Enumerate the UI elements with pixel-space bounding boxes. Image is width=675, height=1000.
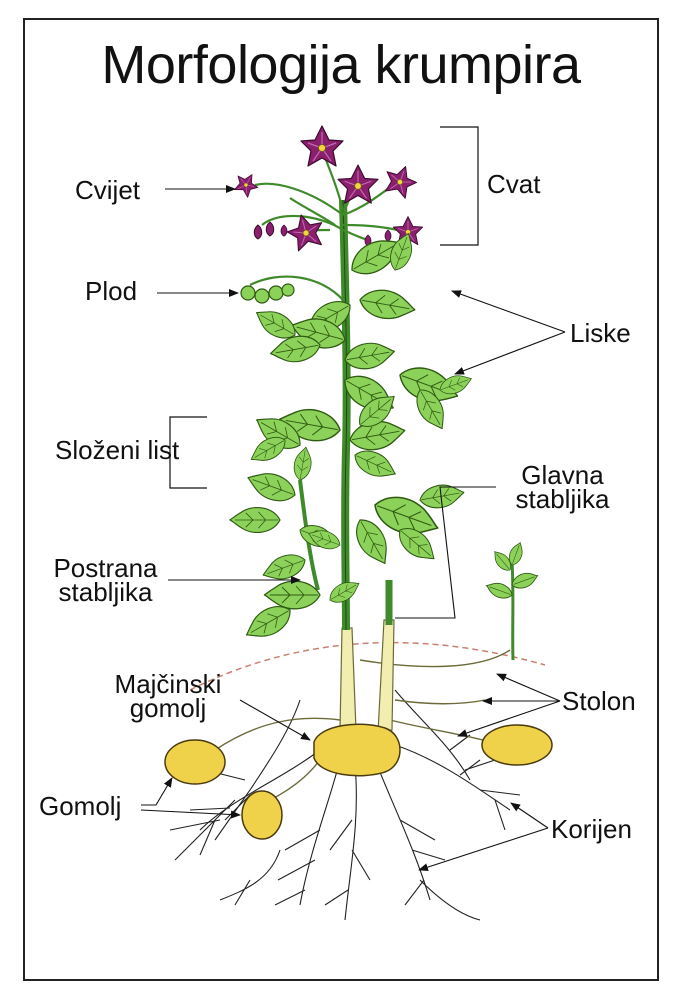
label-cvat: Cvat: [487, 171, 540, 197]
page-title: Morfologija krumpira: [23, 34, 659, 96]
label-gomolj: Gomolj: [39, 793, 121, 819]
label-plod: Plod: [85, 278, 137, 304]
label-liske: Liske: [570, 320, 631, 346]
tubers: [165, 724, 552, 839]
label-glavna-stabljika-line2: stabljika: [500, 487, 625, 511]
label-cvijet: Cvijet: [75, 177, 140, 203]
label-majcinski-gomolj: Majčinski gomolj: [98, 672, 238, 720]
soil-line: [190, 643, 545, 690]
label-stolon: Stolon: [562, 688, 636, 714]
label-postrana-stabljika-line2: stabljika: [38, 580, 173, 604]
label-postrana-stabljika: Postrana stabljika: [38, 556, 173, 604]
label-korijen: Korijen: [551, 816, 632, 842]
label-slozeni-list: Složeni list: [55, 437, 179, 463]
label-glavna-stabljika: Glavna stabljika: [500, 463, 625, 511]
cvat-bracket: [440, 127, 478, 245]
label-majcinski-gomolj-line2: gomolj: [98, 696, 238, 720]
